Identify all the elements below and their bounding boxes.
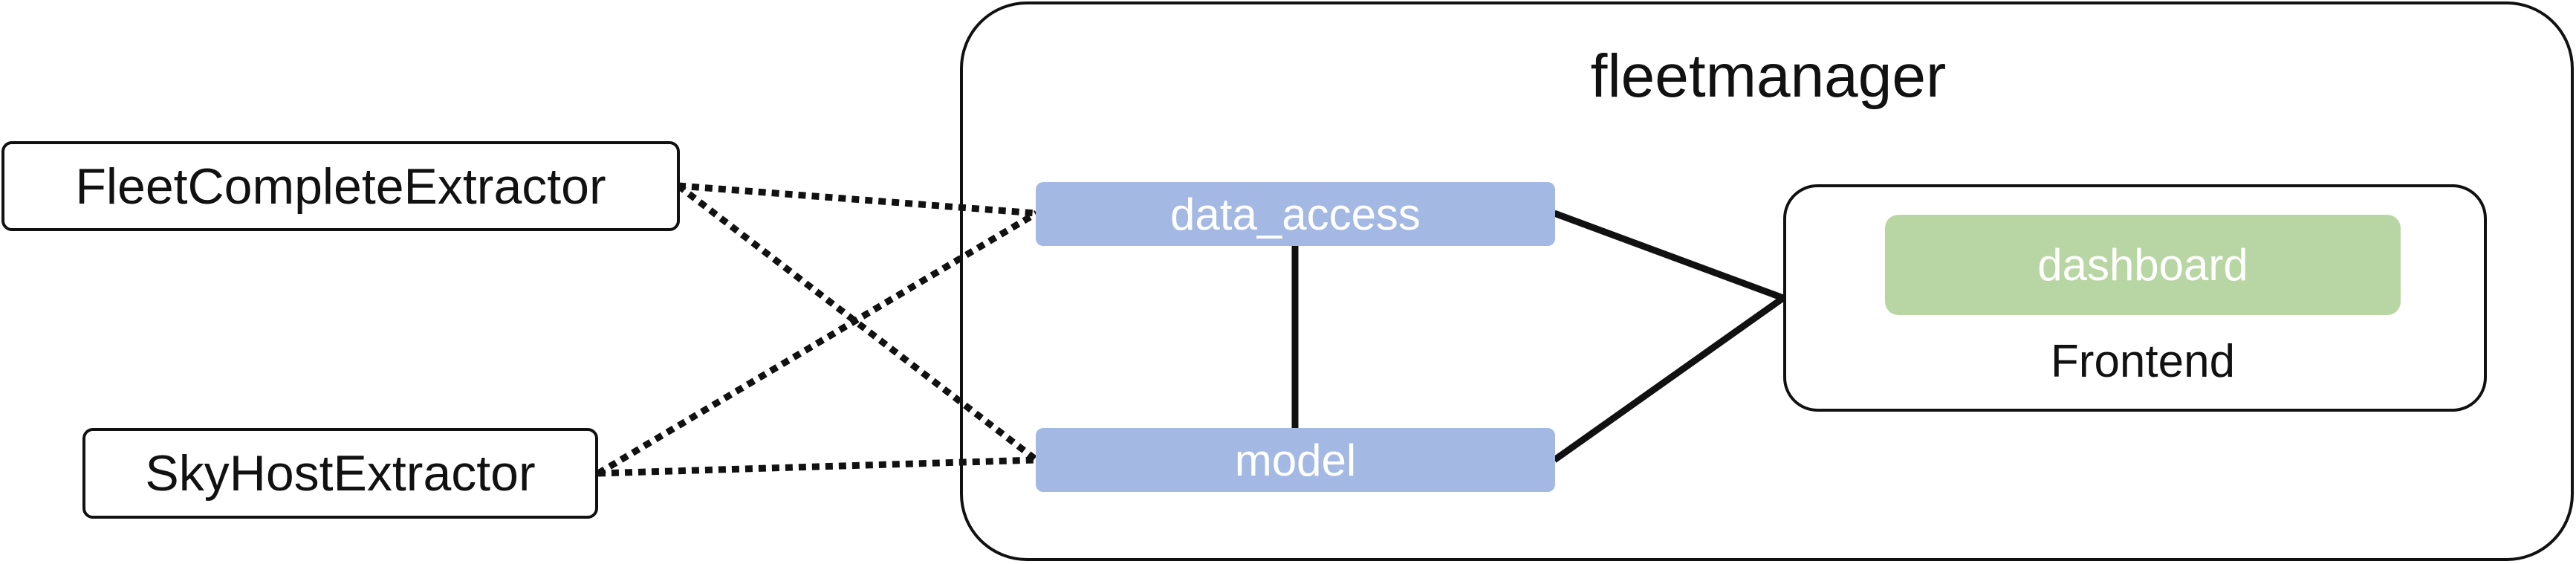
fleetmanager-container <box>960 1 2574 561</box>
model-module: model <box>1036 428 1555 492</box>
sky-host-extractor: SkyHostExtractor <box>82 428 598 519</box>
fleetcomplete-to-data-access-link <box>678 182 1037 217</box>
container-title: fleetmanager <box>1590 42 1947 110</box>
model-to-frontend-link <box>1552 295 1785 463</box>
fleet-complete-extractor: FleetCompleteExtractor <box>1 141 680 231</box>
skyhost-to-data-access-link <box>596 210 1039 476</box>
data-access-to-frontend-link <box>1553 210 1785 302</box>
frontend-label: Frontend <box>2050 335 2236 387</box>
dashboard-module: dashboard <box>1885 215 2401 315</box>
skyhost-to-model-link <box>597 456 1037 477</box>
fleetcomplete-to-model-link <box>676 183 1039 463</box>
data-access-module: data_access <box>1036 182 1555 246</box>
